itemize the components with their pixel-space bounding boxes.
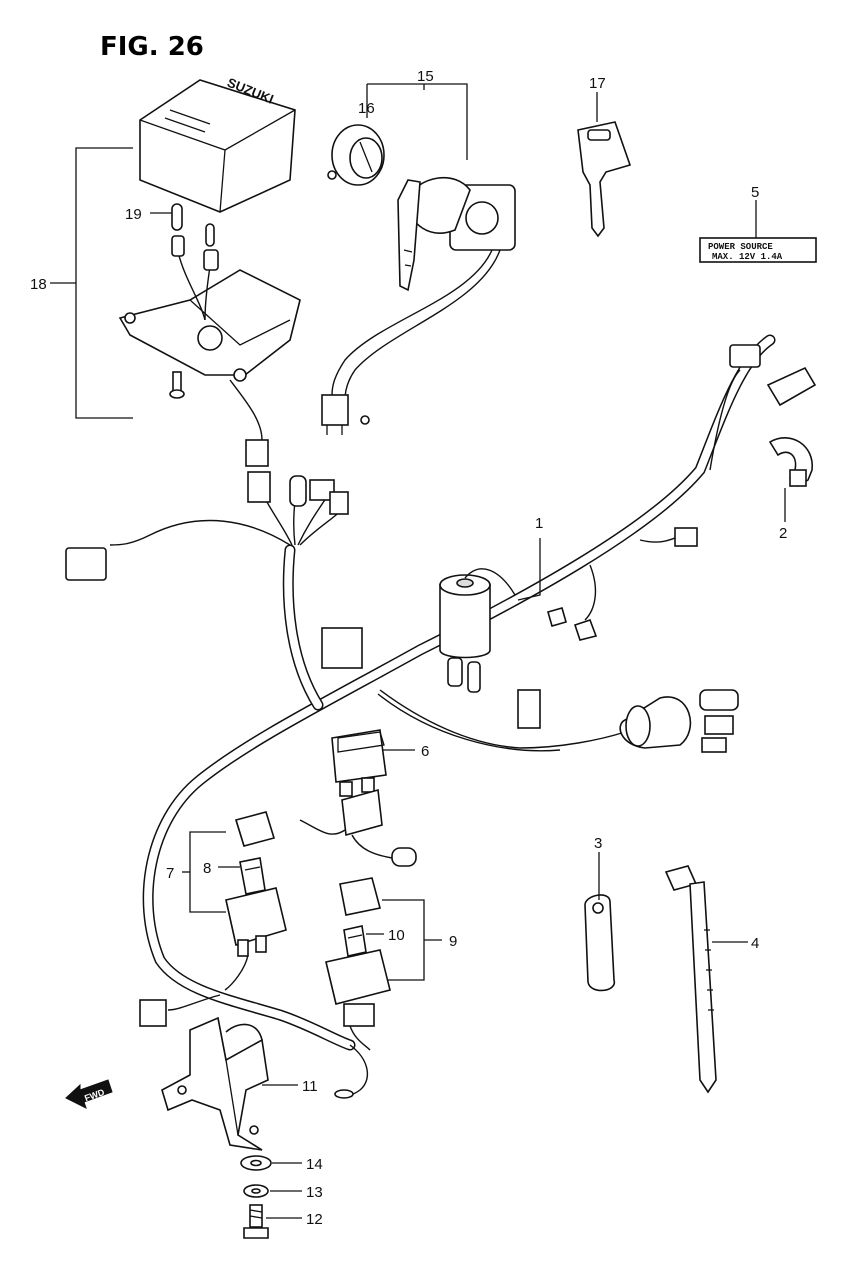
cable-tie xyxy=(664,865,717,1094)
ignition-coil xyxy=(439,568,516,693)
callout-7: 7 xyxy=(166,865,174,882)
callout-12: 12 xyxy=(306,1211,323,1228)
lower-connector xyxy=(139,994,369,1099)
label-line-2: MAX. 12V 1.4A xyxy=(712,252,783,262)
bracket-screw xyxy=(169,371,185,399)
indicator-bulbs xyxy=(171,203,215,247)
group-bracket-18 xyxy=(75,147,133,419)
relay-connector xyxy=(299,788,417,867)
relay xyxy=(331,729,387,797)
callout-13: 13 xyxy=(306,1184,323,1201)
callout-16: 16 xyxy=(358,100,375,117)
callout-9: 9 xyxy=(449,933,457,950)
starter-relay-right xyxy=(325,949,391,1051)
callout-4: 4 xyxy=(751,935,759,952)
leader-1 xyxy=(517,538,541,601)
fuse-left xyxy=(239,857,266,895)
callout-10: 10 xyxy=(388,927,405,944)
callout-18: 18 xyxy=(30,276,47,293)
callout-6: 6 xyxy=(421,743,429,760)
starter-relay-left xyxy=(224,887,287,991)
lock-washer xyxy=(243,1184,269,1198)
bolt xyxy=(243,1204,269,1239)
callout-11: 11 xyxy=(302,1078,318,1095)
forward-arrow-icon: FWD xyxy=(65,1079,113,1109)
callout-8: 8 xyxy=(203,860,211,877)
cap-unit xyxy=(619,689,739,753)
callout-17: 17 xyxy=(589,75,606,92)
fuse-right xyxy=(343,925,367,957)
bulb-sockets xyxy=(171,235,219,271)
callout-2: 2 xyxy=(779,525,787,542)
harness-clamp xyxy=(768,437,813,488)
group-bracket-15 xyxy=(367,83,468,160)
ignition-switch xyxy=(321,176,516,435)
label-line-1: POWER SOURCE xyxy=(708,242,773,252)
washer xyxy=(240,1155,272,1171)
relay-cover-right xyxy=(339,877,381,916)
callout-19: 19 xyxy=(125,206,142,223)
callout-3: 3 xyxy=(594,835,602,852)
callout-1: 1 xyxy=(535,515,543,532)
callout-15: 15 xyxy=(417,68,434,85)
callout-14: 14 xyxy=(306,1156,323,1173)
ignition-key xyxy=(577,121,632,238)
figure-title: FIG. 26 xyxy=(100,32,204,62)
power-source-label: POWER SOURCE MAX. 12V 1.4A xyxy=(699,237,817,263)
indicator-bracket xyxy=(118,251,301,467)
relay-cover-left xyxy=(234,811,276,847)
mounting-bracket xyxy=(161,1016,269,1151)
harness-band xyxy=(584,894,615,992)
wiring-harness xyxy=(65,334,817,1051)
indicator-cover: SUZUKI xyxy=(139,75,296,213)
switch-cap xyxy=(327,124,385,186)
callout-5: 5 xyxy=(751,184,759,201)
